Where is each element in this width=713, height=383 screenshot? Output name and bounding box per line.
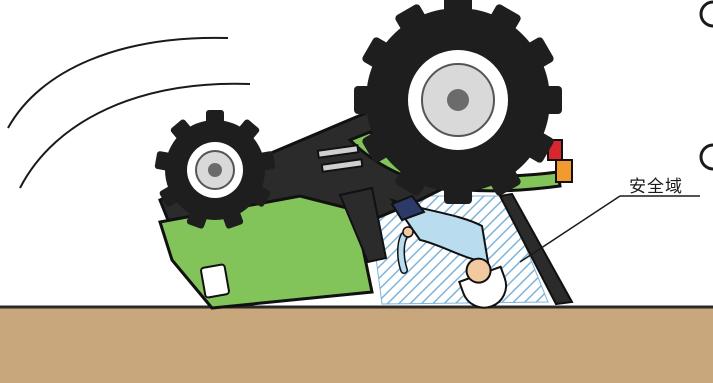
cropped-bracket-top: [701, 2, 713, 26]
cropped-bracket-middle: [701, 145, 713, 169]
worker-hand: [403, 227, 413, 237]
hood-vent: [201, 264, 230, 298]
ground: [0, 307, 713, 383]
safety-zone-leader-line: [520, 196, 620, 262]
tail-light-orange: [556, 160, 572, 182]
safety-zone-label: 安全域: [629, 172, 683, 197]
